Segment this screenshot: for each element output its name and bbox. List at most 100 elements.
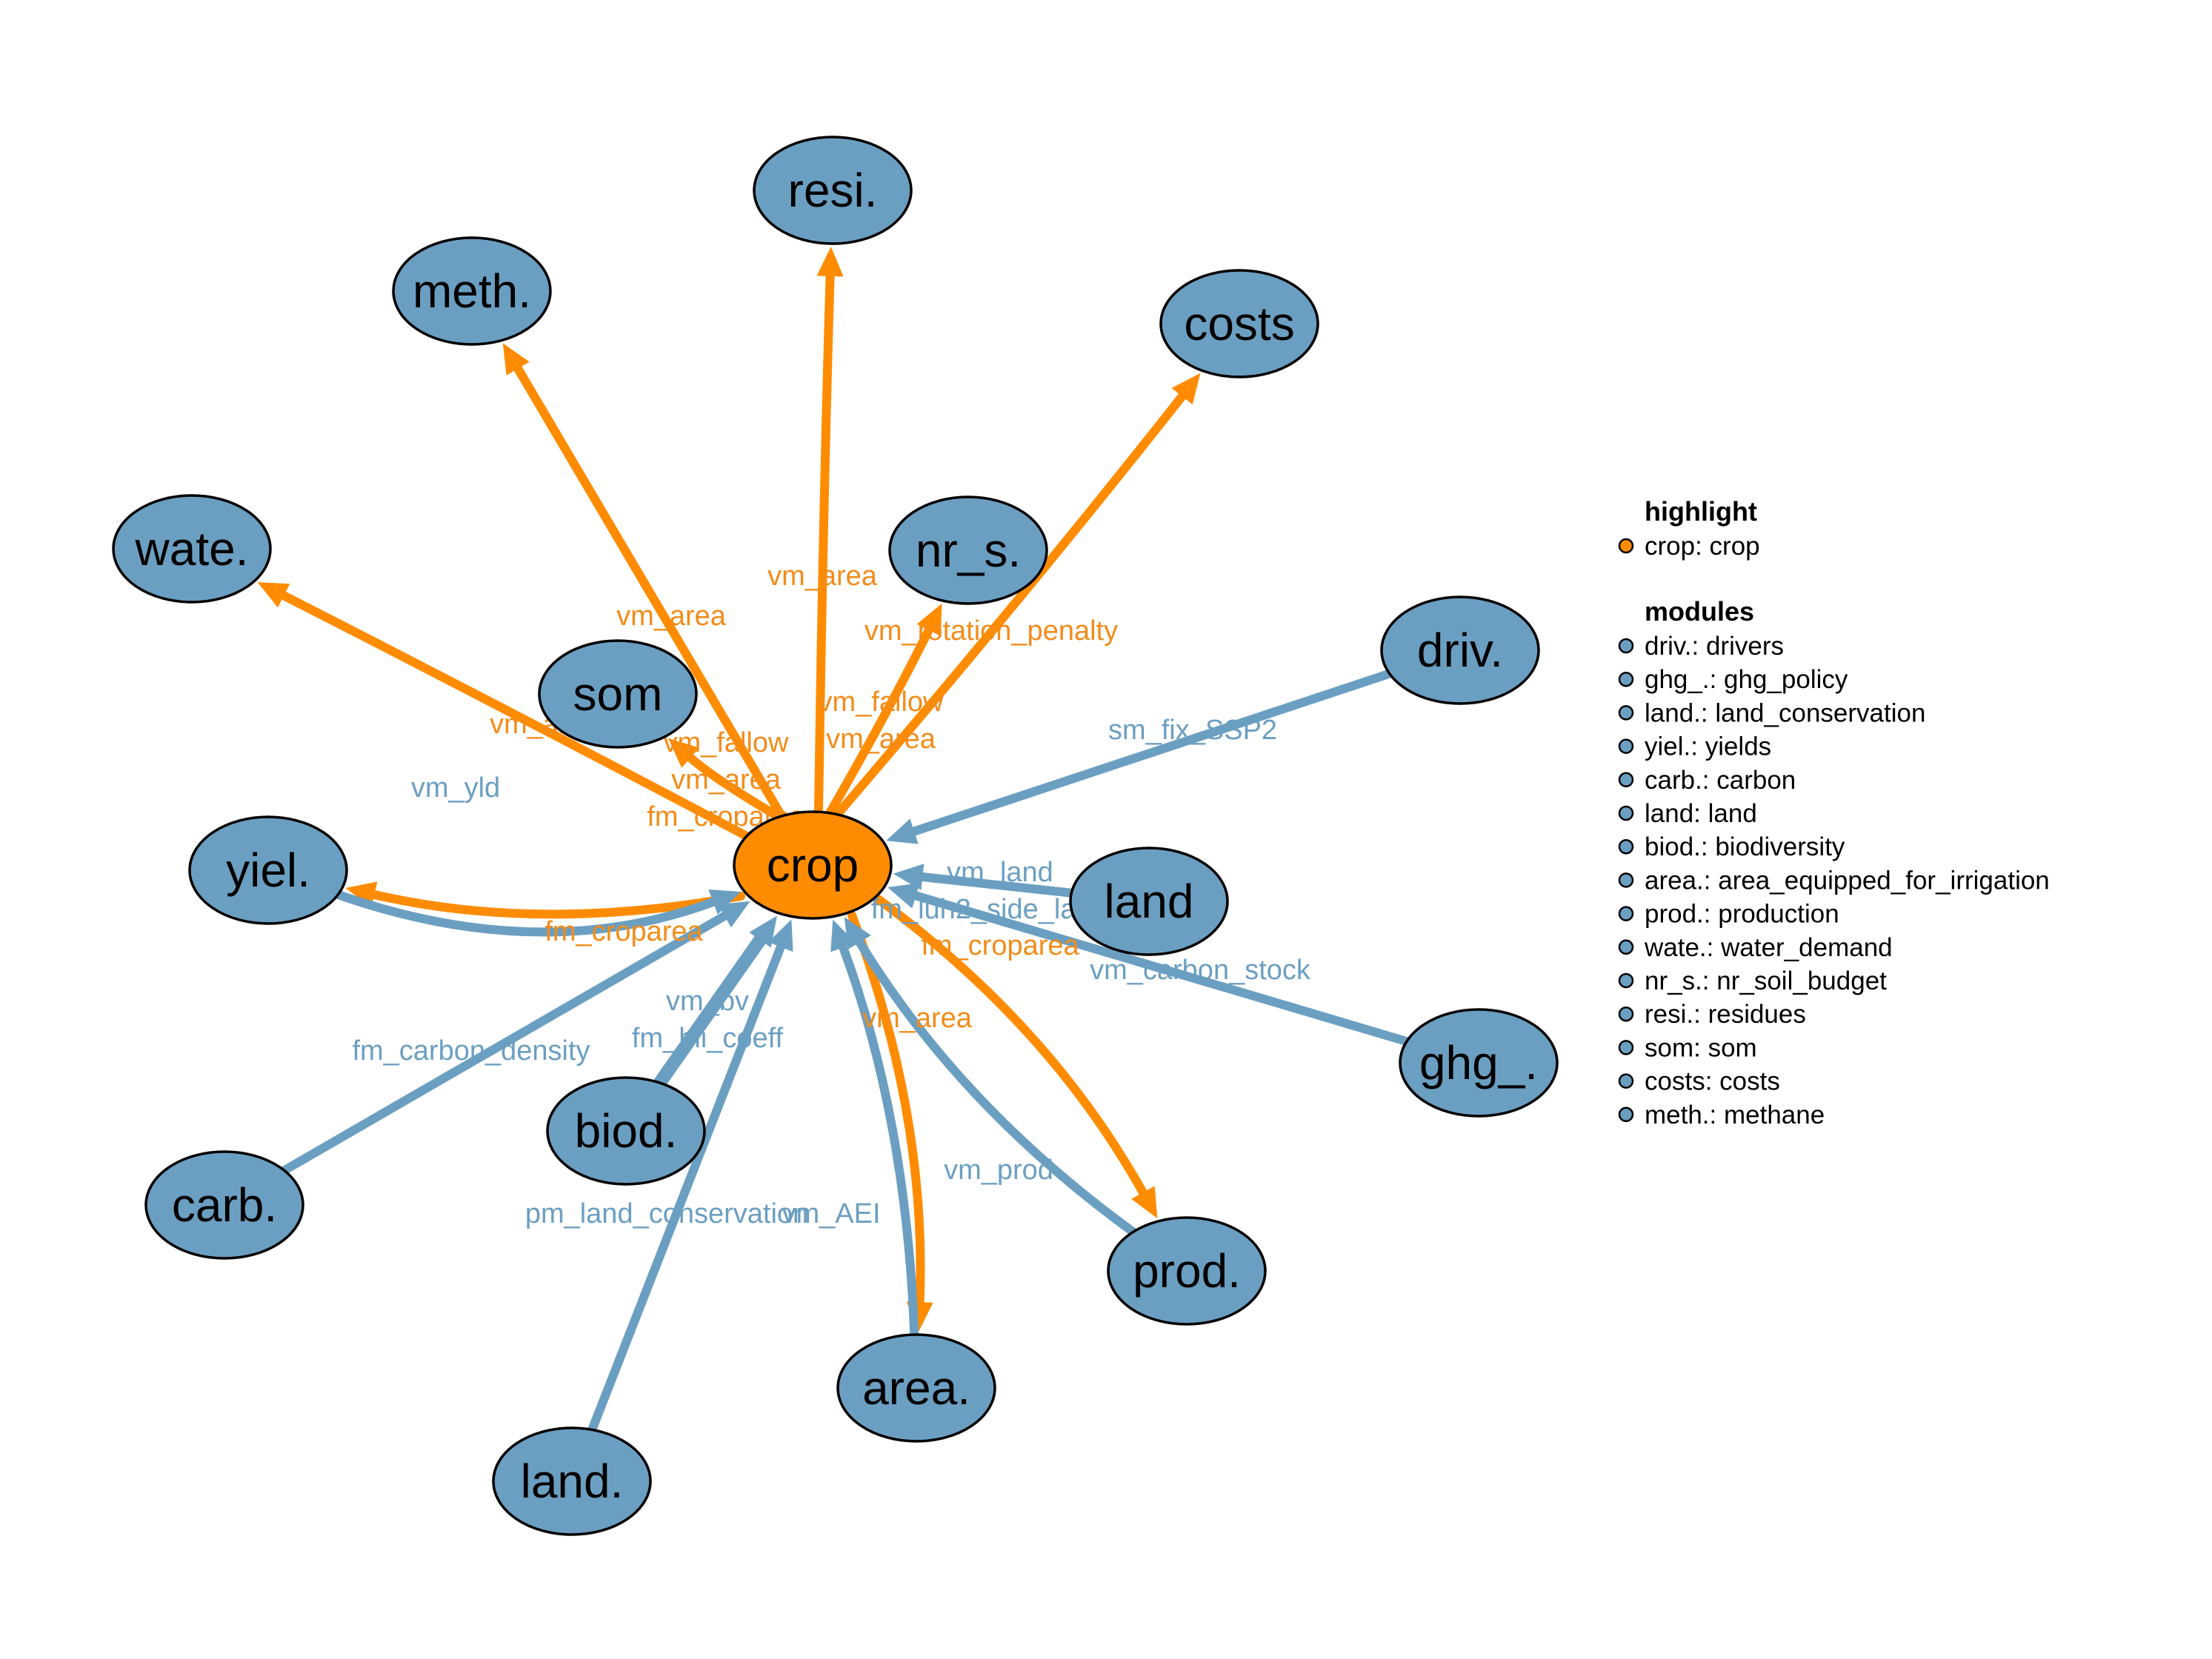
node-label-driv: driv.: [1417, 624, 1503, 677]
node-shape-wate: [112, 494, 272, 604]
node-land[interactable]: land: [1069, 847, 1229, 956]
node-prod[interactable]: prod.: [1107, 1216, 1267, 1326]
legend-module-marker-7: [1618, 872, 1634, 888]
legend-highlight-item-0: crop: crop: [1645, 532, 1760, 561]
legend-module-item-6: biod.: biodiversity: [1645, 832, 1845, 861]
node-shape-biod: [546, 1076, 706, 1186]
node-area[interactable]: area.: [836, 1333, 996, 1443]
edge-crop-to-area: [847, 911, 925, 1307]
edge-label-crop-to-costs: vm_rotation_penalty: [865, 615, 1118, 647]
node-som[interactable]: som: [538, 639, 698, 749]
arrowhead-biod-to-crop: [749, 915, 777, 948]
node-resi[interactable]: resi.: [753, 136, 913, 245]
arrowhead-crop-to-meth: [502, 343, 530, 375]
node-label-costs: costs: [1184, 297, 1294, 350]
edge-area-to-crop: [839, 943, 919, 1340]
legend-module-item-8: prod.: production: [1645, 900, 1839, 929]
arrowhead-crop-to-resi: [816, 246, 844, 277]
legend-highlight-marker-0: [1618, 538, 1634, 554]
node-carb[interactable]: carb.: [144, 1150, 304, 1260]
legend-module-marker-5: [1618, 805, 1634, 821]
edge-carb-to-crop: [279, 911, 730, 1175]
node-shape-resi: [753, 136, 913, 245]
legend-module-marker-4: [1618, 772, 1634, 788]
legend-module-item-10: nr_s.: nr_soil_budget: [1645, 967, 1887, 995]
node-shape-yiel: [188, 815, 348, 925]
arrowhead-yiel-to-crop: [708, 889, 742, 915]
node-shape-som: [538, 639, 698, 749]
arrowhead-landc-to-crop: [768, 919, 793, 952]
edge-label-ghg-to-crop: vm_carbon_stock: [1090, 955, 1311, 986]
edge-landc-to-crop: [587, 942, 785, 1435]
node-shape-land: [1069, 847, 1229, 956]
edge-crop-to-nr_s: [825, 625, 933, 818]
node-wate[interactable]: wate.: [112, 494, 272, 604]
legend-module-item-14: meth.: methane: [1645, 1101, 1825, 1129]
edge-label-prod-to-crop: vm_prod: [944, 1155, 1053, 1186]
legend-module-marker-13: [1618, 1073, 1634, 1089]
node-ghg[interactable]: ghg_.: [1399, 1008, 1559, 1118]
edge-yiel-to-crop: [333, 889, 718, 937]
legend-module-marker-1: [1618, 671, 1634, 687]
node-shape-area: [836, 1333, 996, 1443]
node-label-carb: carb.: [172, 1178, 277, 1232]
edge-label-crop-to-prod: fm_croparea: [921, 930, 1079, 961]
node-shape-prod: [1107, 1216, 1267, 1326]
legend-module-item-13: costs: costs: [1645, 1067, 1780, 1096]
edge-label-crop-to-meth: vm_area: [616, 601, 727, 632]
legend-modules-title: modules: [1645, 596, 1754, 627]
arrowhead-carb-to-crop: [717, 901, 750, 928]
edge-crop-to-resi: [814, 271, 835, 816]
edge-crop-to-costs: [833, 392, 1187, 819]
node-landc[interactable]: land.: [492, 1426, 652, 1536]
node-biod[interactable]: biod.: [546, 1076, 706, 1186]
node-crop[interactable]: crop: [733, 810, 893, 920]
edge-crop-to-yiel: [370, 889, 745, 919]
node-label-landc: land.: [521, 1455, 624, 1508]
arrowhead-ghg-to-crop: [887, 883, 920, 909]
node-shape-carb: [144, 1150, 304, 1260]
edge-label-crop-to-resi: vm_area: [767, 561, 878, 592]
node-shape-ghg: [1399, 1008, 1559, 1118]
node-nr_s[interactable]: nr_s.: [888, 495, 1048, 605]
edge-crop-to-wate: [279, 591, 753, 841]
edge-biod-to-crop: [653, 933, 767, 1090]
node-label-yiel: yiel.: [226, 844, 310, 897]
legend-module-item-1: ghg_.: ghg_policy: [1645, 665, 1848, 694]
node-shape-landc: [492, 1426, 652, 1536]
node-shape-driv: [1380, 595, 1540, 705]
legend-module-marker-10: [1618, 972, 1634, 989]
legend-module-marker-0: [1618, 638, 1634, 654]
edge-crop-to-som: [686, 753, 782, 821]
node-shape-meth: [392, 236, 552, 346]
edge-label-yiel-to-crop: vm_yld: [411, 772, 500, 804]
legend-module-marker-6: [1618, 838, 1634, 855]
edge-driv-to-crop: [910, 669, 1394, 836]
edge-crop-to-meth: [513, 364, 785, 819]
edges-layer: [257, 246, 1411, 1435]
node-shape-nr_s: [888, 495, 1048, 605]
legend-module-item-12: som: som: [1645, 1033, 1757, 1062]
node-meth[interactable]: meth.: [392, 236, 552, 346]
edge-label-area-to-crop: vm_AEI: [782, 1198, 880, 1229]
arrowhead-crop-to-costs: [1171, 373, 1201, 405]
legend-module-item-9: wate.: water_demand: [1644, 933, 1893, 962]
legend-module-item-5: land: land: [1645, 799, 1757, 828]
edge-crop-to-prod: [870, 892, 1147, 1198]
node-shape-crop: [733, 810, 893, 920]
node-label-ghg: ghg_.: [1419, 1036, 1538, 1089]
node-driv[interactable]: driv.: [1380, 595, 1540, 705]
node-label-land: land: [1105, 875, 1194, 928]
node-yiel[interactable]: yiel.: [188, 815, 348, 925]
node-costs[interactable]: costs: [1159, 269, 1319, 378]
node-label-som: som: [573, 667, 663, 721]
legend: highlight crop: crop modules driv.: driv…: [1618, 496, 2050, 1129]
node-label-prod: prod.: [1133, 1244, 1241, 1298]
legend-module-item-7: area.: area_equipped_for_irrigation: [1645, 866, 2050, 895]
edge-label-driv-to-crop: sm_fix_SSP2: [1108, 715, 1277, 746]
